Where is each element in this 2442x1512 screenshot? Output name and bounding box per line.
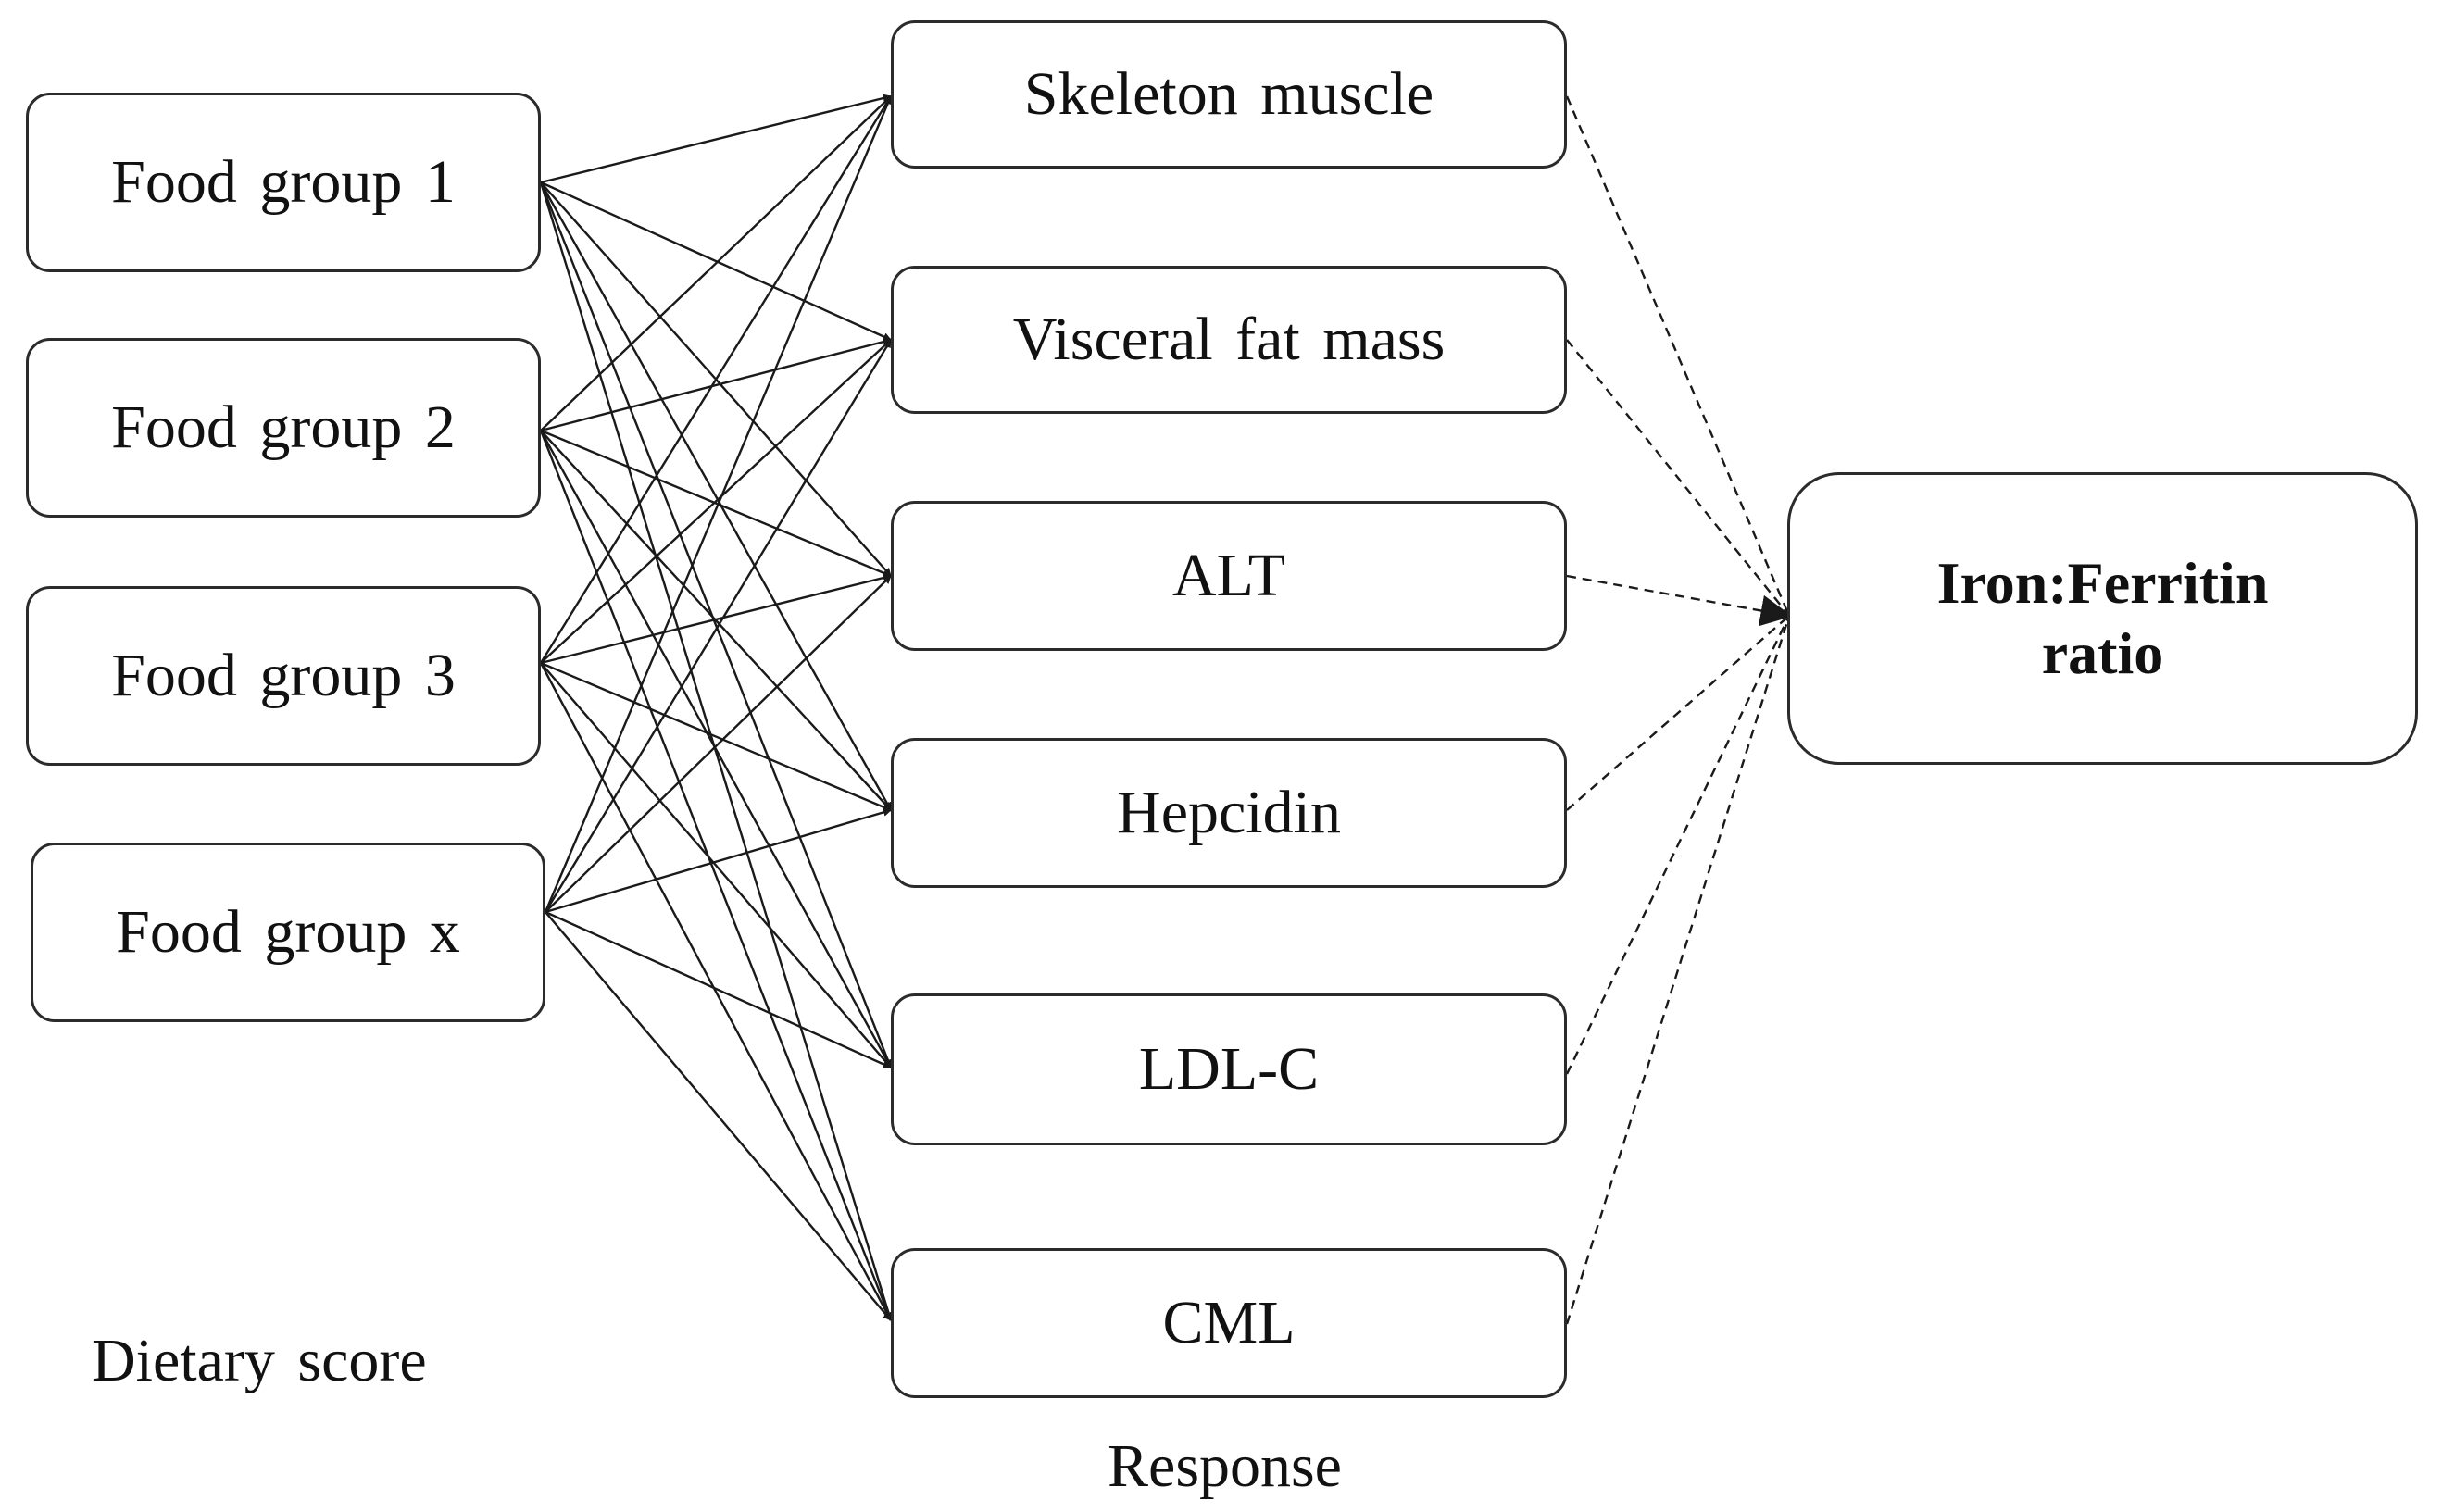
arrow-food-group-1-to-response-2 bbox=[540, 181, 892, 342]
arrow-food-group-1-to-response-1 bbox=[540, 94, 892, 184]
input-node-food-group-x: Food group x bbox=[31, 843, 545, 1022]
arrow-food-group-1-to-response-4 bbox=[539, 181, 893, 811]
dashed-arrow-response-2-to-outcome bbox=[1566, 339, 1790, 617]
input-node-food-group-3: Food group 3 bbox=[26, 586, 541, 766]
arrow-food-group-2-to-response-2 bbox=[540, 337, 892, 432]
dashed-arrow-response-4-to-outcome bbox=[1566, 615, 1790, 811]
dashed-arrow-response-3-to-outcome bbox=[1566, 574, 1793, 627]
arrow-food-group-4-to-response-3 bbox=[545, 575, 892, 913]
dashed-arrow-response-5-to-outcome bbox=[1565, 615, 1791, 1075]
arrow-food-group-2-to-response-5 bbox=[539, 430, 893, 1068]
response-node-alt: ALT bbox=[891, 501, 1567, 651]
response-node-label: CML bbox=[1162, 1289, 1296, 1356]
arrow-food-group-4-to-response-5 bbox=[545, 910, 892, 1069]
dietary-score-caption: Dietary score bbox=[92, 1327, 427, 1394]
arrow-food-group-3-to-response-3 bbox=[540, 573, 892, 665]
arrow-food-group-4-to-response-1 bbox=[544, 95, 893, 913]
arrow-food-group-3-to-response-1 bbox=[539, 95, 893, 664]
arrow-food-group-3-to-response-4 bbox=[540, 661, 892, 812]
arrow-food-group-1-to-response-5 bbox=[539, 181, 893, 1068]
arrow-food-group-4-to-response-2 bbox=[544, 339, 893, 913]
food-to-response-arrows bbox=[539, 94, 893, 1321]
response-node-label: Skeleton muscle bbox=[1023, 60, 1434, 128]
dashed-arrow-response-1-to-outcome bbox=[1565, 95, 1791, 617]
response-node-label: LDL-C bbox=[1138, 1035, 1320, 1103]
response-node-hepcidin: Hepcidin bbox=[891, 738, 1567, 888]
arrow-food-group-3-to-response-6 bbox=[539, 662, 893, 1321]
input-node-label: Food group 2 bbox=[111, 394, 456, 461]
input-node-label: Food group 3 bbox=[111, 642, 456, 709]
response-node-label: Hepcidin bbox=[1117, 779, 1341, 846]
outcome-label-line-1: Iron:Ferritin bbox=[1936, 550, 2269, 616]
outcome-label-line-2: ratio bbox=[2041, 620, 2164, 686]
arrow-food-group-2-to-response-3 bbox=[540, 429, 892, 578]
arrow-food-group-2-to-response-1 bbox=[540, 95, 892, 431]
arrow-food-group-3-to-response-5 bbox=[540, 662, 892, 1068]
response-caption: Response bbox=[1108, 1432, 1342, 1500]
input-node-label: Food group x bbox=[116, 898, 460, 966]
response-to-outcome-arrows bbox=[1565, 95, 1793, 1325]
input-node-food-group-2: Food group 2 bbox=[26, 338, 541, 518]
input-node-label: Food group 1 bbox=[111, 148, 456, 216]
dashed-arrow-response-6-to-outcome bbox=[1565, 615, 1791, 1325]
arrow-food-group-4-to-response-6 bbox=[545, 911, 892, 1321]
outcome-node-iron-ferritin-ratio: Iron:Ferritin ratio bbox=[1787, 472, 2418, 765]
arrow-food-group-2-to-response-6 bbox=[539, 430, 893, 1321]
response-node-visceral-fat-mass: Visceral fat mass bbox=[891, 266, 1567, 414]
arrow-food-group-3-to-response-2 bbox=[540, 339, 892, 664]
response-node-cml: CML bbox=[891, 1248, 1567, 1398]
response-node-skeleton-muscle: Skeleton muscle bbox=[891, 20, 1567, 169]
arrow-food-group-1-to-response-6 bbox=[539, 181, 893, 1321]
response-node-label: Visceral fat mass bbox=[1012, 306, 1446, 373]
arrow-food-group-4-to-response-4 bbox=[545, 807, 892, 914]
response-node-label: ALT bbox=[1171, 542, 1286, 609]
response-node-ldl-c: LDL-C bbox=[891, 993, 1567, 1145]
input-node-food-group-1: Food group 1 bbox=[26, 93, 541, 272]
